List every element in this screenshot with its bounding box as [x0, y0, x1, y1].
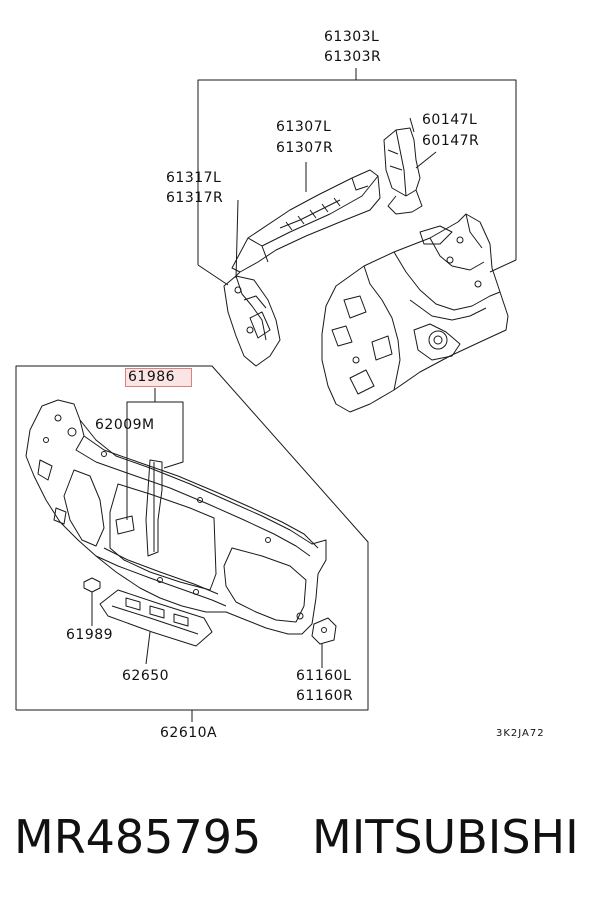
brand-name: MITSUBISHI — [312, 810, 579, 864]
label-62650: 62650 — [122, 668, 170, 684]
wheelhouse-panel-left — [223, 162, 381, 367]
label-61303r: 61303R — [324, 49, 382, 65]
bolt-61989 — [83, 577, 101, 626]
label-61160l: 61160L — [296, 668, 352, 684]
label-61989: 61989 — [66, 627, 114, 643]
label-61986: 61986 — [128, 369, 176, 385]
frame-62610A — [15, 365, 369, 722]
label-60147l: 60147L — [422, 112, 478, 128]
label-60147r: 60147R — [422, 133, 480, 149]
radiator-support — [25, 399, 327, 635]
highlight-61986 — [125, 368, 192, 387]
label-61307r: 61307R — [276, 140, 334, 156]
label-61317l: 61317L — [166, 170, 222, 186]
leaders-top — [235, 151, 437, 279]
label-61303l: 61303L — [324, 29, 380, 45]
plate-62650 — [99, 589, 213, 665]
part-number: MR485795 — [14, 810, 262, 864]
label-61160r: 61160R — [296, 688, 354, 704]
label-62610a: 62610A — [160, 725, 218, 741]
label-61317r: 61317R — [166, 190, 224, 206]
label-61307l: 61307L — [276, 119, 332, 135]
bracket-61986 — [126, 388, 184, 520]
bracket-61160 — [311, 617, 337, 668]
label-62009m: 62009M — [95, 417, 155, 433]
diagram-ref-code: 3K2JA72 — [496, 728, 545, 739]
apron-strut-tower — [321, 117, 509, 413]
bracket-61303 — [197, 68, 517, 286]
